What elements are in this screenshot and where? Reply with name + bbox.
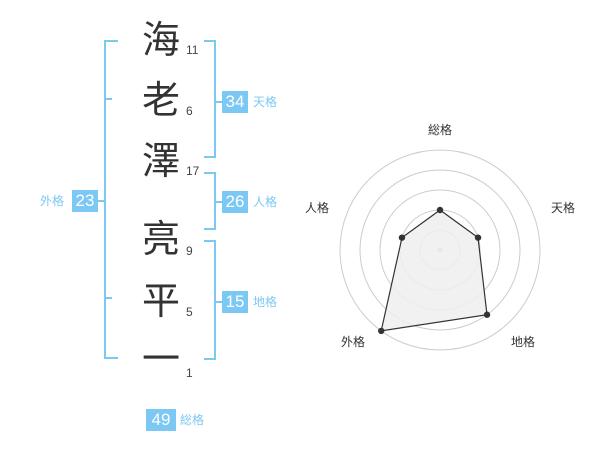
radar-label-jinkaku: 人格: [305, 200, 329, 215]
stroke-count-5: 5: [186, 305, 193, 319]
radar-label-gaikaku: 外格: [341, 334, 365, 349]
chikaku-badge: 15: [222, 291, 248, 313]
name-char-3: 澤: [141, 139, 180, 183]
name-char-2: 老: [141, 78, 180, 122]
jinkaku-badge: 26: [222, 191, 248, 213]
radar-label-tenkaku: 天格: [551, 200, 575, 215]
name-char-1: 海: [141, 18, 180, 62]
soukaku-badge: 49: [146, 409, 176, 431]
radar-point-2: [474, 234, 482, 241]
radar-points: [378, 206, 491, 335]
stroke-count-1: 11: [186, 43, 199, 57]
tenkaku-badge: 34: [222, 91, 248, 113]
radar-label-soukaku: 総格: [428, 122, 452, 137]
chikaku-label: 地格: [253, 295, 278, 309]
radar-point-1: [436, 206, 444, 214]
name-char-5: 平: [141, 279, 180, 323]
radar-label-chikaku: 地格: [511, 334, 535, 349]
stroke-count-4: 9: [186, 244, 193, 258]
radar-point-4: [378, 327, 385, 335]
gaikaku-badge: 23: [72, 190, 98, 212]
soukaku-label: 総格: [180, 413, 205, 427]
radar-ring: [359, 169, 521, 331]
radar-point-5: [398, 234, 406, 241]
name-char-4: 亮: [141, 217, 180, 261]
stroke-count-3: 17: [186, 164, 200, 178]
radar-point-3: [483, 311, 491, 318]
radar-polygon: [380, 209, 488, 332]
gaikaku-label: 外格: [40, 194, 65, 208]
stroke-count-6: 1: [186, 366, 193, 380]
stroke-count-2: 6: [186, 104, 193, 118]
tenkaku-label: 天格: [253, 95, 278, 109]
jinkaku-label: 人格: [253, 195, 278, 209]
radar-ring: [339, 149, 541, 351]
name-char-6: 一: [141, 337, 180, 381]
